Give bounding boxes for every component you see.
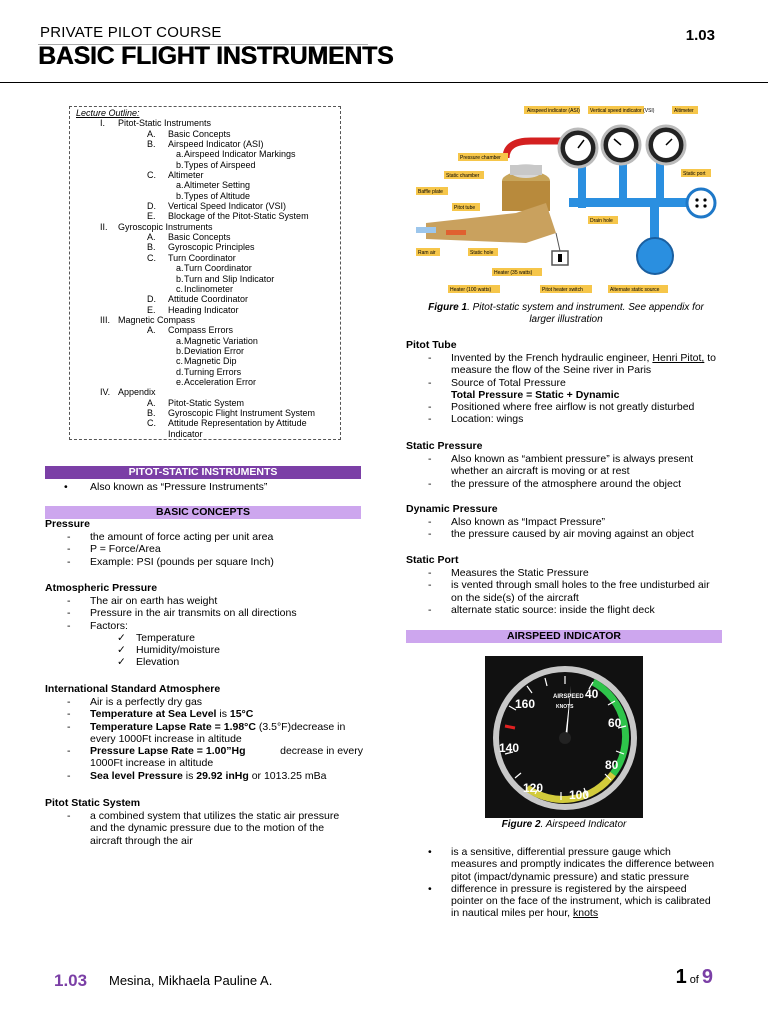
check-icon: ✓ <box>117 656 126 669</box>
asi-tick-label: 100 <box>569 788 589 802</box>
figure-1-caption: Figure 1. Pitot-static system and instru… <box>428 302 704 325</box>
knots-link: knots <box>572 907 599 920</box>
outline-item: Indicator <box>168 428 203 439</box>
dynamic-pressure-list: -Also known as “Impact Pressure” -the pr… <box>428 516 694 541</box>
pitot-static-system-title: Pitot Static System <box>45 797 141 809</box>
section-header-basic-concepts: BASIC CONCEPTS <box>45 506 361 519</box>
outline-item: B.Airspeed Indicator (ASI) <box>147 139 264 150</box>
bullet-icon: • <box>428 846 432 858</box>
outline-item: II.Gyroscopic Instruments <box>100 221 213 232</box>
outline-item: a.Airspeed Indicator Markings <box>176 149 296 160</box>
outline-item: C.Turn Coordinator <box>147 252 236 263</box>
outline-item: III.Magnetic Compass <box>100 314 196 325</box>
outline-item: a.Altimeter Setting <box>176 180 251 191</box>
outline-item: a.Magnetic Variation <box>176 335 258 346</box>
label-baffle-plate: Baffle plate <box>418 189 443 195</box>
outline-item: d.Turning Errors <box>176 366 242 377</box>
asi-tick-label: 120 <box>523 781 543 795</box>
label-heater-35: Heater (35 watts) <box>494 270 533 276</box>
outline-item: A.Pitot-Static System <box>147 397 245 408</box>
pitot-tube-title: Pitot Tube <box>406 339 457 351</box>
figure-2-caption: Figure 2. Airspeed Indicator <box>501 819 627 830</box>
label-static-chamber: Static chamber <box>446 173 480 179</box>
lesson-code: 1.03 <box>685 27 715 44</box>
asi-description-list: •is a sensitive, differential pressure g… <box>428 846 715 920</box>
isa-title: International Standard Atmosphere <box>45 683 221 695</box>
section-header-airspeed-indicator: AIRSPEED INDICATOR <box>406 630 722 643</box>
pitot-static-diagram: Airspeed indicator (ASI) Vertical speed … <box>406 103 725 299</box>
label-static-hole: Static hole <box>470 250 494 256</box>
outline-item: b.Turn and Slip Indicator <box>176 273 275 284</box>
label-static-port: Static port <box>683 171 706 177</box>
footer-author: Mesina, Mikhaela Pauline A. <box>109 973 273 988</box>
asi-tick-label: 80 <box>605 758 619 772</box>
check-icon: ✓ <box>117 644 126 657</box>
label-pitot-tube: Pitot tube <box>454 205 475 211</box>
also-known-text: Also known as “Pressure Instruments” <box>90 481 268 493</box>
outline-item: A.Basic Concepts <box>147 128 231 139</box>
pressure-list: -the amount of force acting per unit are… <box>67 531 274 568</box>
outline-item: e.Acceleration Error <box>176 376 257 387</box>
label-altimeter: Altimeter <box>674 108 694 114</box>
outline-heading: Lecture Outline: <box>76 108 140 118</box>
outline-item: B.Gyroscopic Flight Instrument System <box>147 407 316 418</box>
outline-item: b.Types of Airspeed <box>176 159 256 170</box>
section-header-pitot-static: PITOT-STATIC INSTRUMENTS <box>45 466 361 479</box>
label-drain-hole: Drain hole <box>590 218 613 224</box>
outline-item: c.Magnetic Dip <box>176 356 237 367</box>
asi-tick-label: 140 <box>499 741 519 755</box>
outline-item: D.Vertical Speed Indicator (VSI) <box>147 201 287 212</box>
lecture-outline: Lecture Outline: I.Pitot-Static Instrume… <box>69 106 341 440</box>
static-port-list: -Measures the Static Pressure -is vented… <box>428 567 710 616</box>
outline-item: c.Inclinometer <box>176 283 234 294</box>
label-vsi: Vertical speed indicator (VSI) <box>590 108 655 114</box>
atmospheric-pressure-title: Atmospheric Pressure <box>45 582 158 594</box>
label-pitot-heater-switch: Pitot heater switch <box>542 287 583 293</box>
outline-item: B.Gyroscopic Principles <box>147 242 255 253</box>
outline-item: b.Deviation Error <box>176 345 245 356</box>
footer-lesson-code: 1.03 <box>54 971 88 990</box>
outline-item: C.Attitude Representation by Attitude <box>147 418 307 429</box>
outline-item: a.Turn Coordinator <box>176 263 252 274</box>
outline-item: b.Types of Altitude <box>176 190 251 201</box>
atmospheric-pressure-list: -The air on earth has weight -Pressure i… <box>67 595 297 669</box>
dynamic-pressure-title: Dynamic Pressure <box>406 503 498 515</box>
static-pressure-list: -Also known as “ambient pressure” is alw… <box>428 453 694 490</box>
bullet-icon: • <box>64 481 68 493</box>
asi-dial-label: AIRSPEED <box>553 694 584 700</box>
static-pressure-title: Static Pressure <box>406 440 483 452</box>
asi-knots-label: KNOTS <box>556 704 574 710</box>
label-asi: Airspeed indicator (ASI) <box>527 108 580 114</box>
outline-item: E.Heading Indicator <box>147 304 239 315</box>
henri-pitot-link: Henri Pitot, <box>652 352 705 364</box>
label-ram-air: Ram air <box>418 250 436 256</box>
asi-tick-label: 40 <box>585 687 599 701</box>
outline-item: IV.Appendix <box>100 387 156 398</box>
airspeed-indicator-photo: AIRSPEED KNOTS 40 60 80 100 120 140 160 <box>485 656 643 818</box>
pressure-title: Pressure <box>45 518 90 530</box>
pitot-static-system-text: -a combined system that utilizes the sta… <box>67 810 340 847</box>
isa-list: -Air is a perfectly dry gas -Temperature… <box>67 696 363 782</box>
outline-item: E.Blockage of the Pitot-Static System <box>147 211 309 222</box>
check-icon: ✓ <box>117 631 126 644</box>
page-title: BASIC FLIGHT INSTRUMENTS <box>38 42 394 70</box>
outline-item: C.Altimeter <box>147 170 204 181</box>
header-divider <box>0 82 768 83</box>
label-heater-100: Heater (100 watts) <box>450 287 491 293</box>
course-label: PRIVATE PILOT COURSE <box>40 24 222 41</box>
label-pressure-chamber: Pressure chamber <box>460 155 501 161</box>
outline-item: A.Basic Concepts <box>147 232 231 243</box>
outline-item: A.Compass Errors <box>147 325 234 336</box>
outline-item: D.Attitude Coordinator <box>147 294 249 305</box>
header-rule <box>38 44 368 45</box>
pitot-tube-list: -Invented by the French hydraulic engine… <box>428 352 717 426</box>
asi-tick-label: 60 <box>608 716 622 730</box>
outline-item: I.Pitot-Static Instruments <box>100 118 212 129</box>
static-port-title: Static Port <box>406 554 459 566</box>
bullet-icon: • <box>428 882 432 895</box>
label-alternate-static: Alternate static source <box>610 287 660 293</box>
asi-tick-label: 160 <box>515 697 535 711</box>
